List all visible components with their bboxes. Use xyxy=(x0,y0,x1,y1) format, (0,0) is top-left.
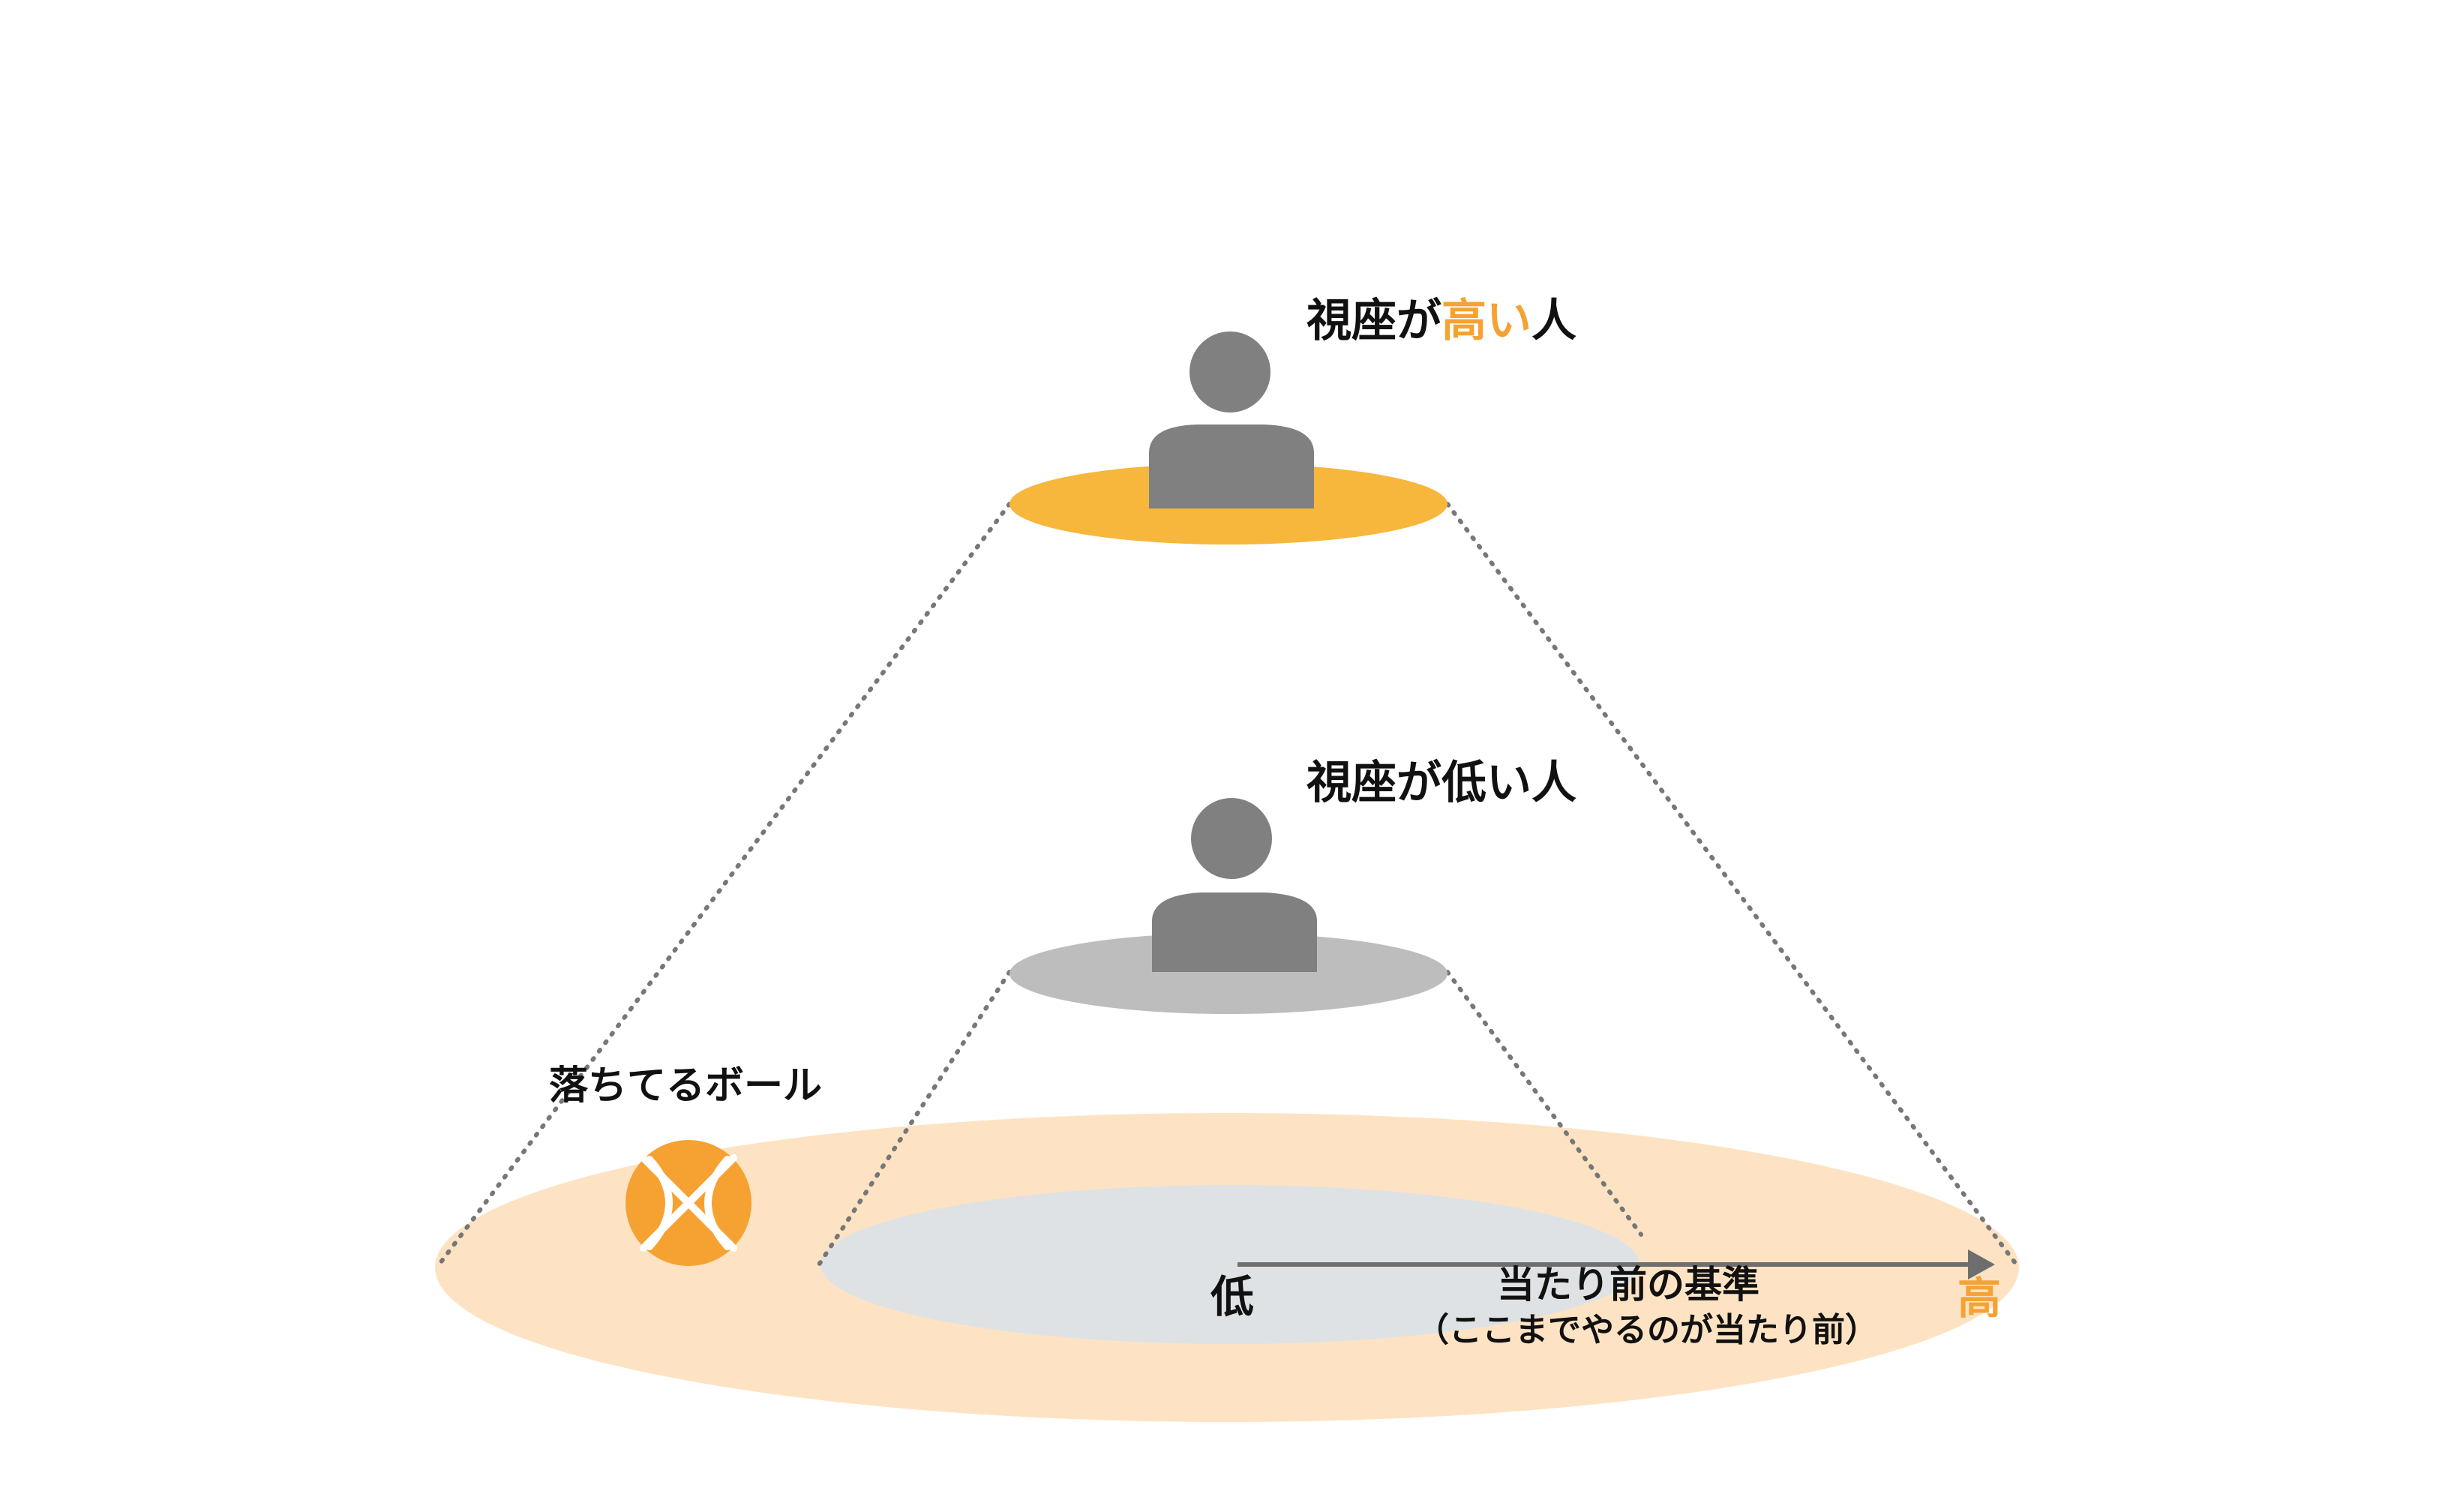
dropped-ball-label: 落ちてるボール xyxy=(549,1064,823,1108)
standard-note: （ここまでやるのが当たり前） xyxy=(1416,1311,1878,1349)
high-perspective-title: 視座が高い人 xyxy=(1306,298,1576,344)
person-icon xyxy=(1152,798,1317,972)
high-title-highlight: 高い xyxy=(1442,295,1532,347)
low-sightline-right xyxy=(1445,970,1643,1237)
high-title-prefix: 視座が xyxy=(1306,295,1442,347)
high-sightline-right xyxy=(1445,502,2020,1268)
low-perspective-disk xyxy=(1010,933,1448,1014)
standard-axis-arrowhead xyxy=(1968,1250,1995,1280)
high-title-suffix: 人 xyxy=(1532,295,1576,347)
basketball-icon xyxy=(626,1140,752,1266)
low-perspective-title: 視座が低い人 xyxy=(1306,757,1576,809)
standard-label: 当たり前の基準 xyxy=(1497,1263,1760,1306)
axis-low-label: 低 xyxy=(1210,1271,1255,1322)
person-icon xyxy=(1149,332,1314,508)
inner-floor-ellipse xyxy=(820,1185,1640,1344)
high-sightline-left xyxy=(436,502,1012,1268)
axis-high-label: 高 xyxy=(1958,1273,2002,1324)
